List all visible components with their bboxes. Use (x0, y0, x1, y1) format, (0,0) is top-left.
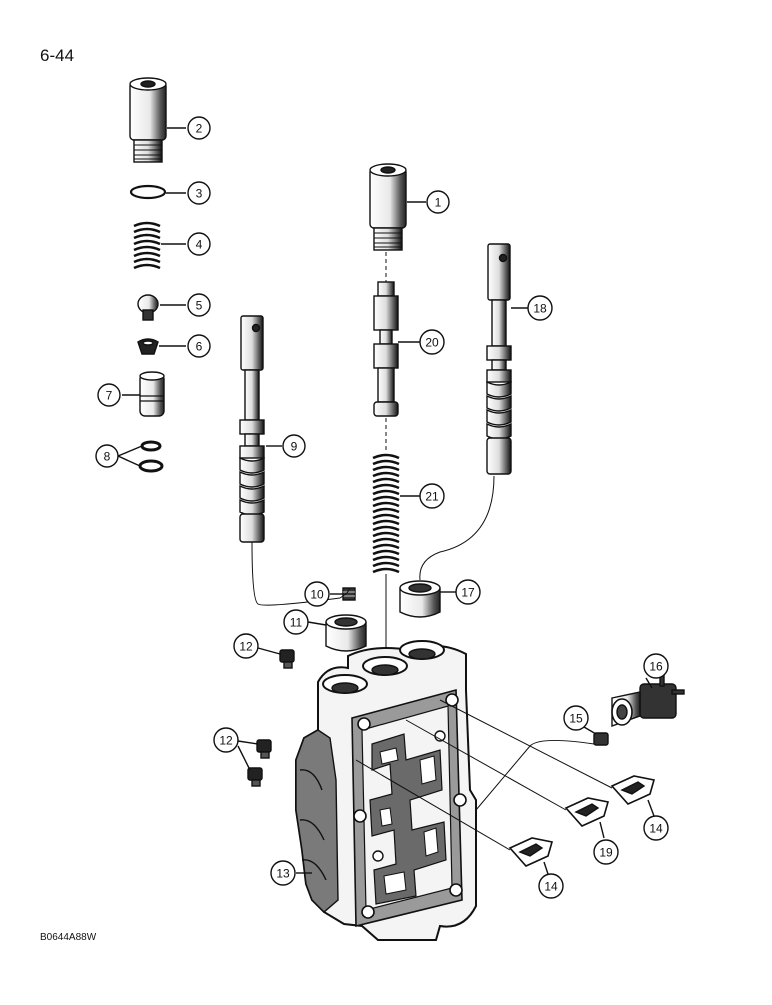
clip-part-14-right (439, 699, 656, 817)
spring-part-4 (133, 221, 186, 270)
callout-15: 15 (563, 705, 589, 731)
sleeve-part-17 (399, 580, 456, 618)
svg-text:12: 12 (239, 640, 253, 654)
callout-20: 20 (419, 329, 445, 355)
screw-part-12-top (257, 647, 295, 669)
poppet-part-5 (137, 294, 186, 321)
o-ring-part-3 (129, 184, 167, 200)
rings-part-8 (117, 440, 164, 473)
svg-text:12: 12 (219, 734, 233, 748)
spool-part-18 (419, 243, 528, 581)
svg-text:6: 6 (196, 340, 203, 354)
callout-12-top: 12 (233, 633, 259, 659)
callout-1: 1 (426, 190, 450, 214)
clip-part-19 (405, 719, 610, 839)
svg-text:11: 11 (290, 616, 303, 630)
spool-part-9 (239, 315, 341, 606)
callout-16: 16 (643, 653, 669, 679)
callout-5: 5 (187, 293, 211, 317)
svg-text:21: 21 (425, 490, 439, 504)
piston-part-20 (373, 252, 420, 417)
svg-text:1: 1 (435, 196, 442, 210)
svg-text:16: 16 (649, 660, 663, 674)
callout-11: 11 (283, 609, 309, 635)
svg-text:15: 15 (569, 712, 583, 726)
svg-text:19: 19 (599, 846, 613, 860)
svg-text:8: 8 (104, 450, 111, 464)
callout-17: 17 (455, 579, 481, 605)
callout-6: 6 (187, 334, 211, 358)
spring-part-21 (372, 418, 420, 654)
callout-13: 13 (270, 860, 296, 886)
callout-8: 8 (95, 444, 119, 468)
svg-text:2: 2 (196, 122, 203, 136)
switch-part-16 (611, 671, 685, 727)
callout-4: 4 (187, 232, 211, 256)
clip-part-14-lower (355, 759, 554, 875)
page-number: 6-44 (40, 46, 75, 65)
callout-21: 21 (419, 483, 445, 509)
callout-9: 9 (282, 434, 306, 458)
relief-plug-part-2 (129, 77, 186, 163)
svg-text:9: 9 (291, 440, 298, 454)
plug-part-1 (369, 163, 426, 251)
callout-7: 7 (97, 383, 121, 407)
svg-text:3: 3 (196, 187, 203, 201)
callout-14-lower: 14 (538, 873, 564, 899)
svg-text:17: 17 (461, 586, 475, 600)
callout-2: 2 (187, 116, 211, 140)
callout-14-right: 14 (643, 815, 669, 841)
callout-10: 10 (304, 581, 330, 607)
valve-body-part-13 (295, 640, 477, 941)
callout-3: 3 (187, 181, 211, 205)
callout-12-lower: 12 (213, 727, 239, 753)
svg-text:7: 7 (106, 389, 113, 403)
callout-18: 18 (527, 295, 553, 321)
callout-19: 19 (593, 839, 619, 865)
seat-part-6 (137, 338, 186, 355)
svg-text:10: 10 (310, 588, 324, 602)
svg-text:14: 14 (649, 822, 663, 836)
svg-text:4: 4 (196, 238, 203, 252)
svg-text:5: 5 (196, 299, 203, 313)
figure-code: B0644A88W (40, 932, 97, 943)
plug-part-10 (330, 587, 356, 601)
screw-part-12-lower (237, 739, 272, 787)
sleeve-part-11 (307, 614, 367, 652)
svg-text:20: 20 (425, 336, 439, 350)
svg-text:13: 13 (276, 867, 290, 881)
piston-part-7 (122, 371, 165, 417)
svg-text:14: 14 (544, 880, 558, 894)
svg-text:18: 18 (533, 302, 547, 316)
